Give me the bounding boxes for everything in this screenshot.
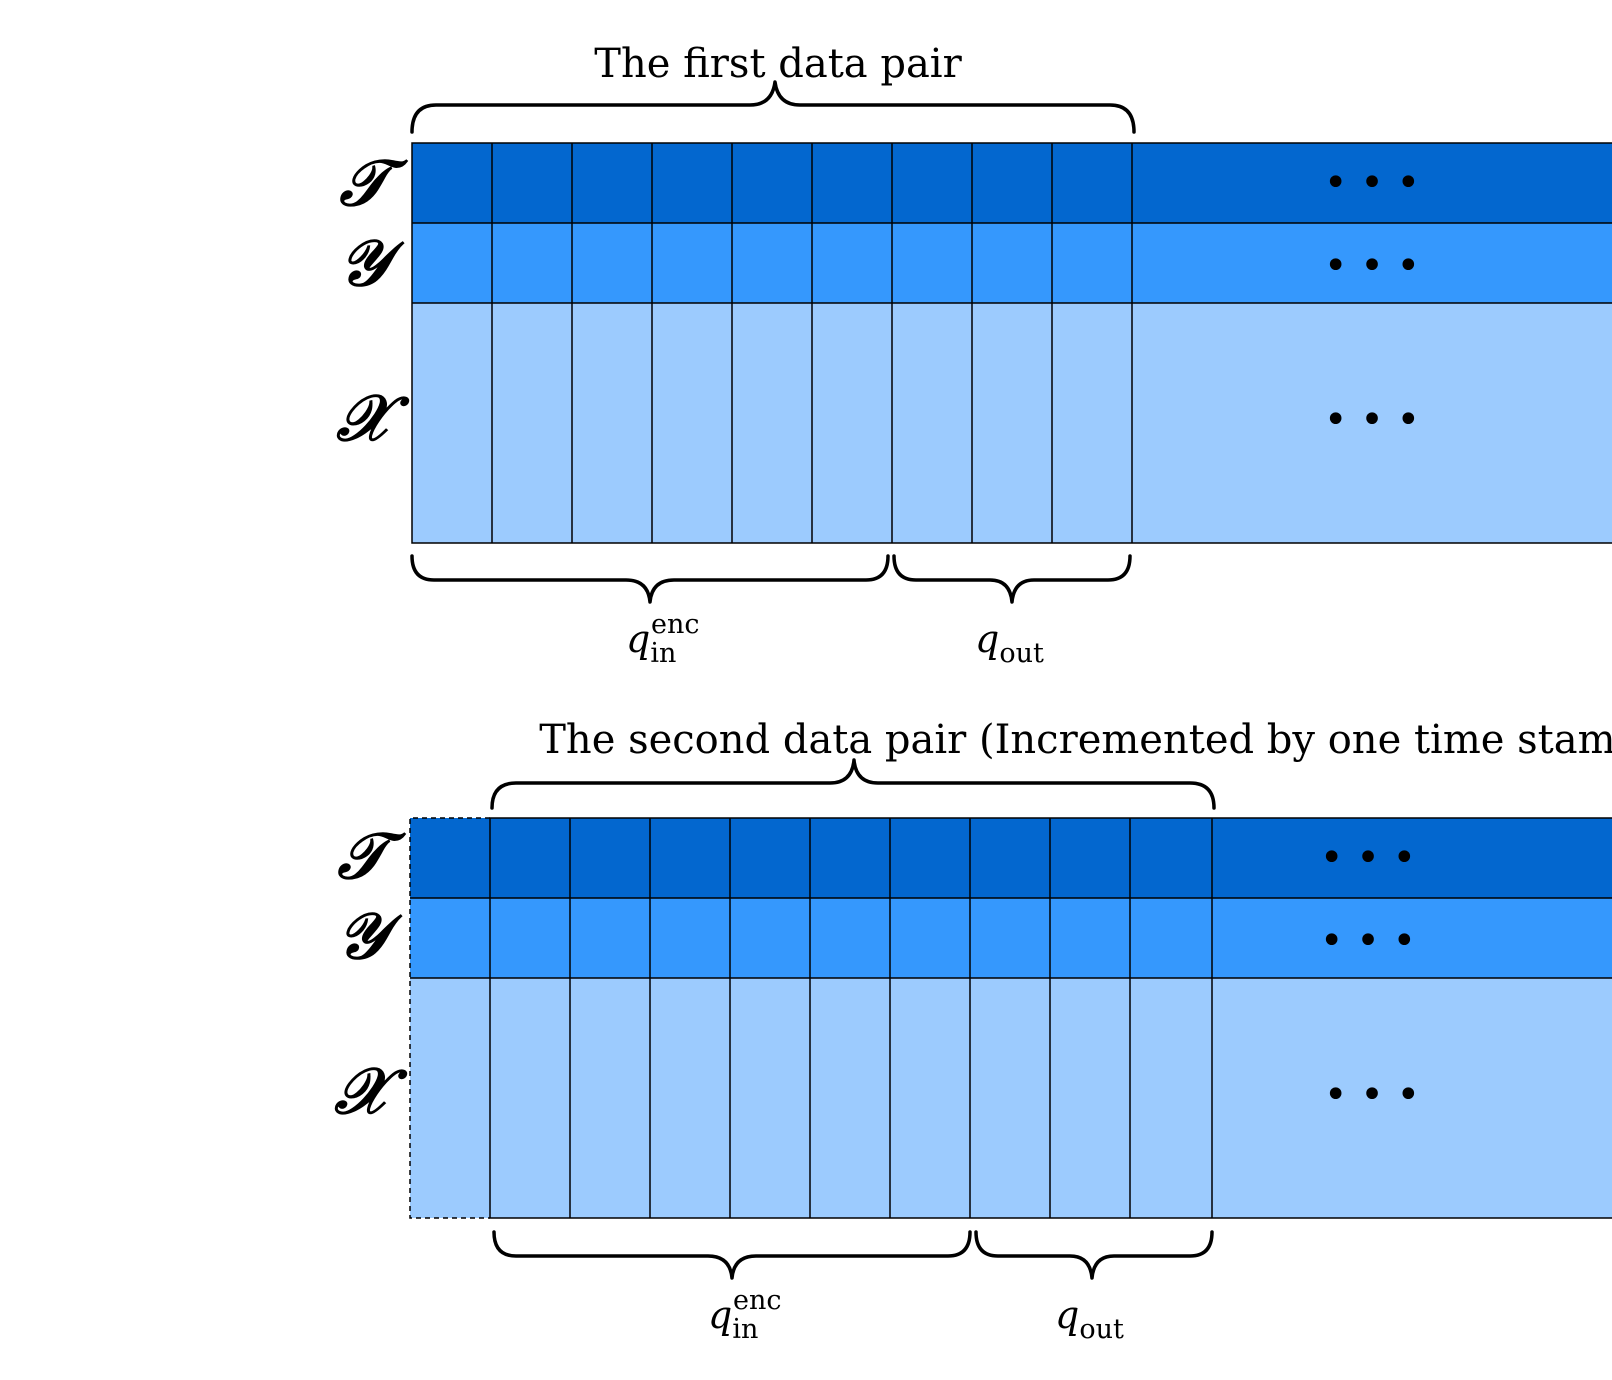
- q-in-brace: [410, 554, 890, 604]
- q-in-label: qin: [708, 1293, 758, 1345]
- ellipsis-y: • • •: [1324, 243, 1420, 289]
- q-in-brace: [492, 1230, 972, 1280]
- matrix-outline: [489, 817, 1612, 1219]
- row-label-y: 𝒴: [337, 899, 403, 974]
- row-label-x: 𝒳: [333, 1054, 408, 1129]
- tau-row: [412, 143, 1612, 223]
- tau-row: [410, 818, 1612, 898]
- row-label-tau: 𝒯: [336, 819, 406, 894]
- panel-first: The first data pair 𝒯 𝒴 𝒳 • • • • • • • …: [335, 41, 1612, 669]
- row-label-y: 𝒴: [339, 226, 405, 301]
- ellipsis-tau: • • •: [1324, 160, 1420, 206]
- ellipsis-tau: • • •: [1320, 835, 1416, 881]
- panel-title: The first data pair: [594, 41, 962, 87]
- x-row: [410, 978, 1612, 1218]
- ellipsis-x: • • •: [1324, 397, 1420, 443]
- matrix-outline: [411, 142, 1612, 544]
- x-row: [412, 303, 1612, 543]
- title-brace: [490, 758, 1216, 810]
- y-row: [410, 898, 1612, 978]
- q-out-brace: [892, 554, 1132, 604]
- q-in-sup: enc: [651, 609, 700, 640]
- q-out-brace: [974, 1230, 1214, 1280]
- panel-second: The second data pair (Incremented by one…: [333, 717, 1612, 1345]
- ellipsis-x: • • •: [1324, 1072, 1420, 1118]
- q-in-label: qin: [626, 617, 676, 669]
- row-label-x: 𝒳: [335, 381, 410, 456]
- q-in-sup: enc: [733, 1285, 782, 1316]
- panel-title: The second data pair (Incremented by one…: [539, 717, 1612, 763]
- title-brace: [410, 80, 1136, 134]
- row-label-tau: 𝒯: [338, 146, 408, 221]
- shifted-out-cell-outline: [409, 817, 490, 1219]
- q-out-label: qout: [1055, 1293, 1124, 1345]
- y-row: [412, 223, 1612, 303]
- q-out-label: qout: [975, 617, 1044, 669]
- ellipsis-y: • • •: [1320, 918, 1416, 964]
